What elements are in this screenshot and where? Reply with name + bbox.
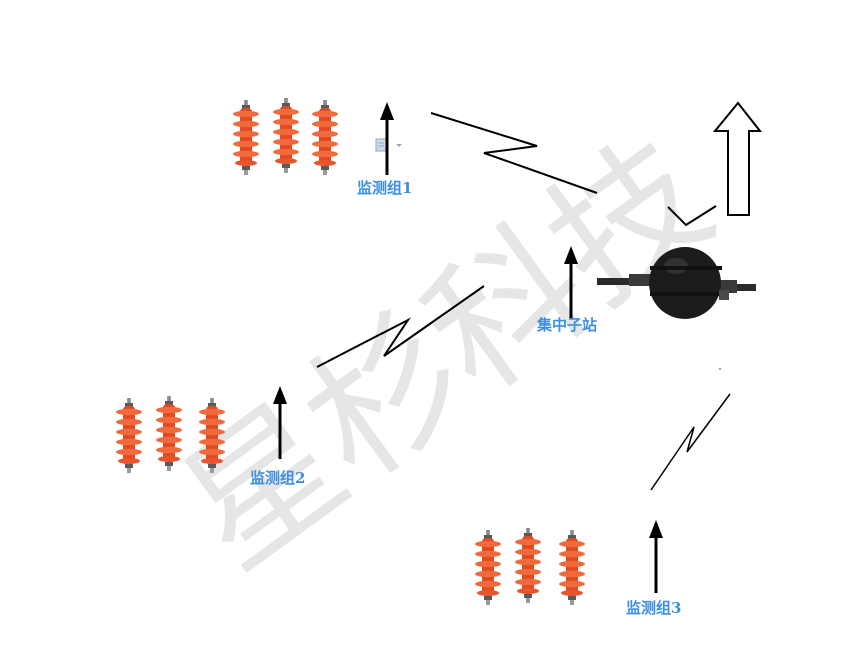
signal-arrow-group-2: [273, 386, 287, 459]
arrester-group-2: [116, 396, 225, 473]
uplink-line: [667, 205, 717, 227]
label-group-2: 监测组2: [250, 469, 306, 487]
label-group-1: 监测组1: [357, 179, 413, 197]
arrester-group-1: [233, 98, 338, 175]
wireless-link-group-2: [316, 285, 485, 368]
hub-device: [597, 247, 756, 319]
arrester-group-3: [475, 528, 585, 605]
wireless-link-group-3: [650, 393, 731, 491]
signal-arrow-hub: [564, 246, 578, 319]
label-hub: 集中子站: [537, 316, 598, 334]
wireless-link-group-1: [430, 112, 598, 194]
signal-arrow-group-3: [649, 520, 663, 593]
label-group-3: 监测组3: [626, 599, 682, 617]
uplink-arrow: [712, 101, 763, 216]
document-icon: [375, 138, 402, 152]
